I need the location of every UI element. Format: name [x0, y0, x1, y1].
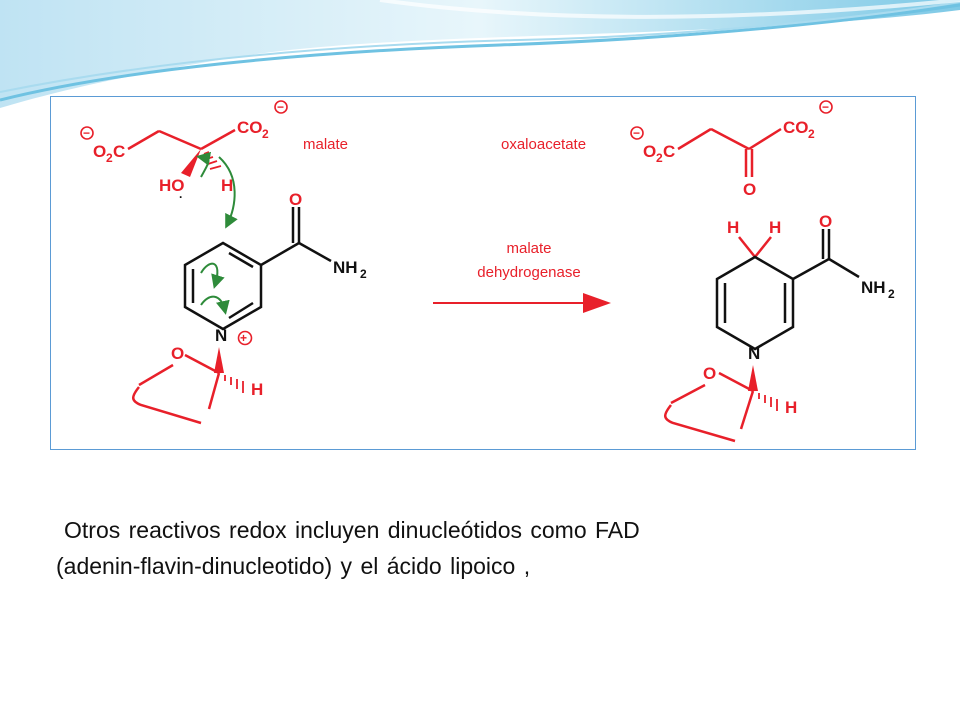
svg-text:2: 2 [656, 151, 663, 165]
svg-text:2: 2 [106, 151, 113, 165]
svg-text:C: C [663, 142, 675, 161]
decorative-wave-header [0, 0, 960, 108]
svg-text:2: 2 [262, 127, 269, 141]
svg-text:2: 2 [888, 287, 895, 301]
svg-text:O: O [289, 190, 302, 209]
svg-text:H: H [251, 380, 263, 399]
svg-text:·: · [179, 190, 183, 204]
svg-text:H: H [769, 218, 781, 237]
malate-structure: − O 2 C CO 2 − HO · H [80, 100, 288, 229]
svg-text:HO: HO [159, 176, 185, 195]
oxaloacetate-structure: − O 2 C CO 2 − O [630, 100, 833, 199]
svg-text:−: − [633, 126, 640, 140]
caption-text: Otros reactivos redox incluyen dinucleót… [56, 512, 916, 584]
svg-text:O: O [743, 180, 756, 199]
svg-text:2: 2 [360, 267, 367, 281]
svg-text:C: C [113, 142, 125, 161]
svg-text:NH: NH [861, 278, 886, 297]
svg-text:O: O [819, 212, 832, 231]
svg-text:2: 2 [808, 127, 815, 141]
svg-text:H: H [221, 176, 233, 195]
caption-line-1: Otros reactivos redox incluyen dinucleót… [64, 517, 640, 543]
svg-text:−: − [83, 126, 90, 140]
caption-line-2: (adenin-flavin-dinucleotido) y el ácido … [56, 553, 531, 579]
svg-text:NH: NH [333, 258, 358, 277]
nadh-structure: H H O NH 2 N O [664, 212, 895, 443]
svg-text:N: N [215, 326, 227, 345]
svg-text:O: O [703, 364, 716, 383]
svg-text:N: N [748, 344, 760, 363]
nad-plus-structure: O NH 2 N + O H [132, 190, 367, 425]
enzyme-label-line2: dehydrogenase [477, 264, 580, 281]
enzyme-label-line1: malate [506, 240, 551, 257]
svg-text:H: H [785, 398, 797, 417]
svg-text:O: O [93, 142, 106, 161]
svg-text:CO: CO [783, 118, 809, 137]
svg-text:+: + [240, 331, 247, 345]
svg-text:−: − [822, 100, 829, 114]
svg-text:H: H [727, 218, 739, 237]
reaction-figure: − O 2 C CO 2 − HO · H malate [50, 96, 916, 450]
reactant-label: malate [303, 136, 348, 153]
svg-text:CO: CO [237, 118, 263, 137]
svg-text:O: O [643, 142, 656, 161]
product-label: oxaloacetate [501, 136, 586, 153]
svg-text:−: − [277, 100, 284, 114]
svg-text:O: O [171, 344, 184, 363]
reaction-arrow: malate dehydrogenase [433, 240, 611, 313]
